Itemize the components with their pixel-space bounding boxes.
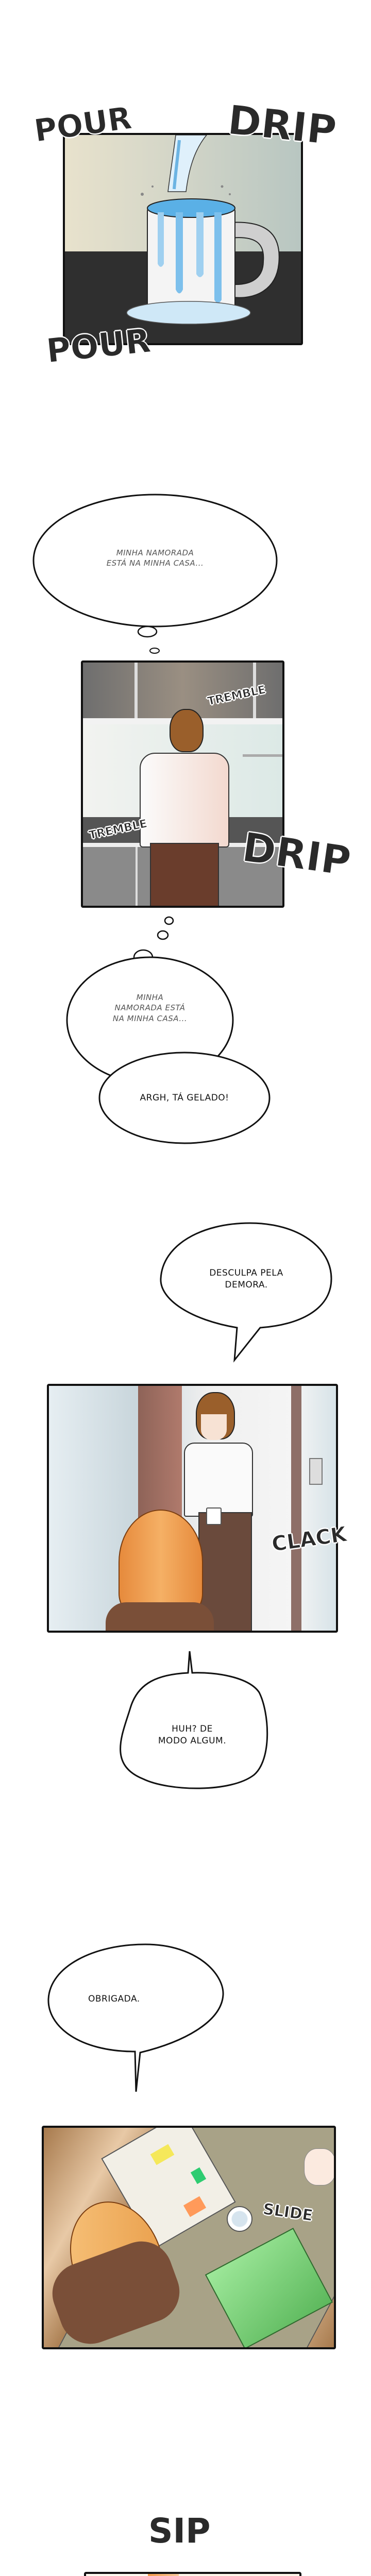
thought-dots-2: [155, 914, 180, 956]
hand-right: [304, 2148, 334, 2185]
bubble-line: MODO ALGUM.: [158, 1735, 227, 1746]
cabinet-divider: [253, 663, 256, 718]
panel-sip: [84, 2572, 301, 2576]
speech-bubble-huh: HUH? DE MODO ALGUM.: [112, 1651, 272, 1795]
bubble-line: ESTÁ NA MINHA CASA...: [106, 558, 204, 568]
sfx-pour-bottom: POUR: [44, 321, 153, 371]
utensil-rail: [243, 754, 282, 757]
man-shirt: [184, 1443, 253, 1517]
bubble-line: NAMORADA ESTÁ: [114, 1003, 185, 1013]
woman-top: [106, 1602, 214, 1631]
panel-kitchen: [81, 660, 284, 908]
speech-bubble-desculpa: DESCULPA PELA DEMORA.: [160, 1222, 333, 1363]
panel-doorway: [47, 1384, 338, 1633]
bubble-line: NA MINHA CASA...: [112, 1013, 188, 1023]
sfx-drip-top: DRIP: [225, 97, 339, 155]
cabinet-divider: [136, 847, 138, 906]
speech-bubble-argh: ARGH, TÁ GELADO!: [98, 1051, 271, 1145]
man-shirt: [140, 753, 229, 848]
cabinet-divider: [134, 663, 138, 718]
panel-table: [42, 2126, 336, 2349]
bubble-line: DESCULPA PELA: [209, 1268, 283, 1278]
bubble-line: OBRIGADA.: [88, 1994, 140, 2004]
speech-bubble-obrigada: OBRIGADA.: [47, 1943, 225, 2093]
bubble-line: HUH? DE: [172, 1724, 213, 1734]
man-pants: [150, 843, 219, 906]
bubble-line: MINHA NAMORADA: [116, 548, 194, 557]
man-face: [201, 1414, 227, 1440]
door-frame-right: [291, 1386, 301, 1631]
mug-topdown: [227, 2206, 252, 2232]
mug-illustration: [126, 135, 280, 325]
bubble-line: DEMORA.: [225, 1279, 268, 1290]
man-head: [170, 709, 204, 752]
sfx-sip: SIP: [148, 2511, 211, 2551]
mug-held: [206, 1507, 222, 1525]
thought-bubble-1: MINHA NAMORADA ESTÁ NA MINHA CASA...: [32, 494, 278, 664]
light-switch: [309, 1458, 323, 1485]
bubble-line: ARGH, TÁ GELADO!: [140, 1093, 229, 1103]
woman-face: [179, 2574, 299, 2576]
panel-mug: [63, 133, 303, 345]
bubble-line: MINHA: [136, 993, 164, 1002]
woman-hair: [119, 1510, 203, 1615]
